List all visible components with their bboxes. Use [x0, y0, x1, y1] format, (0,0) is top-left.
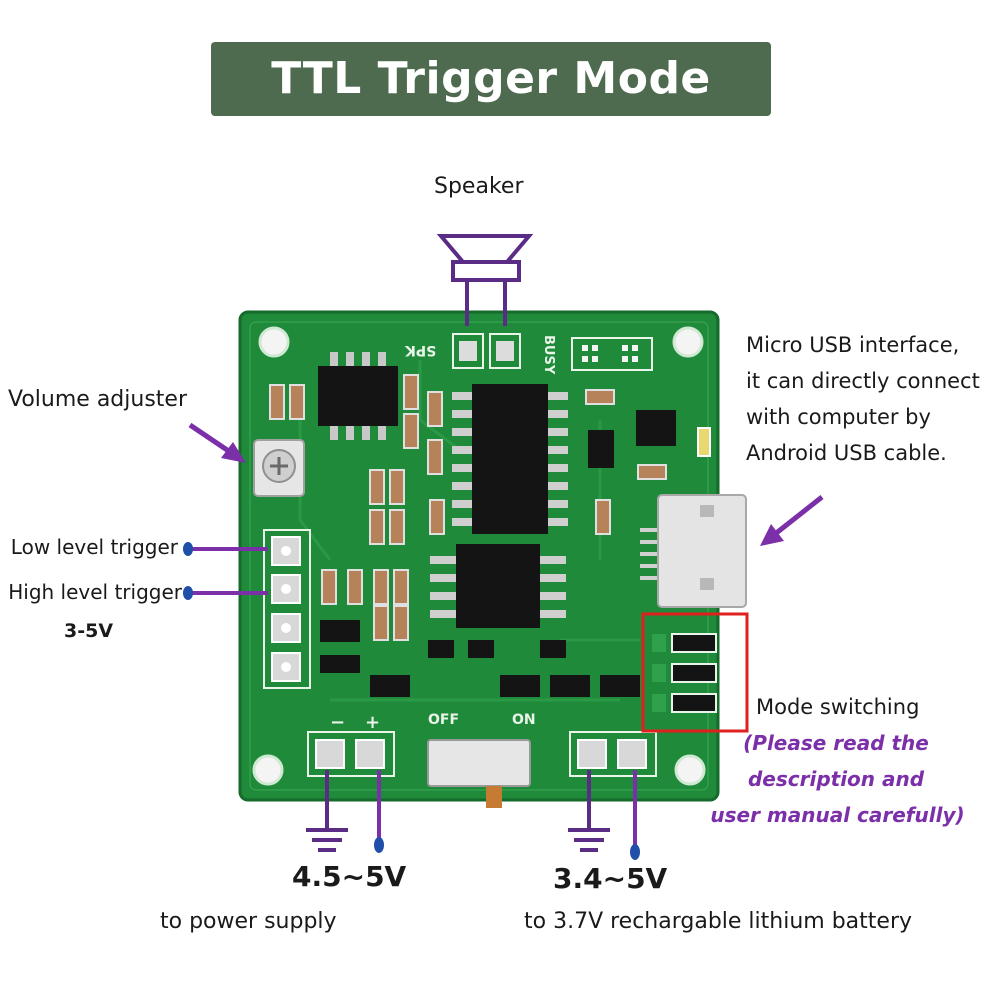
micro-usb-connector: [640, 494, 747, 608]
volume-adjuster-label: Volume adjuster: [8, 387, 187, 412]
battery-label: to 3.7V rechargable lithium battery: [524, 909, 913, 934]
trigger-voltage-label: 3-5V: [64, 620, 114, 642]
power-wires: [306, 770, 384, 853]
high-level-trigger-label: High level trigger: [8, 580, 182, 604]
speaker-pads: [452, 333, 521, 369]
battery-pads: [569, 731, 657, 777]
on-silkscreen: ON: [512, 712, 536, 728]
mode-note-line-3: user manual carefully): [710, 803, 965, 827]
speaker-label: Speaker: [434, 174, 524, 199]
mode-note-line-2: description and: [747, 767, 925, 791]
mode-switch-highlight: [641, 612, 749, 733]
usb-label-line-2: it can directly connect: [746, 369, 980, 393]
power-pads: − +: [307, 712, 395, 777]
volume-arrow: [188, 422, 246, 463]
high-trigger-line: [183, 586, 268, 600]
busy-silkscreen: BUSY: [541, 335, 556, 375]
usb-arrow: [760, 495, 824, 546]
spk-silkscreen: SPK: [404, 342, 436, 358]
low-level-trigger-label: Low level trigger: [10, 535, 178, 559]
usb-label-line-3: with computer by: [746, 405, 931, 429]
mode-switching-label: Mode switching: [756, 695, 920, 719]
aux-pads: [571, 337, 653, 371]
flash-chip: [430, 544, 566, 628]
amplifier-chip: [318, 352, 398, 440]
mode-resistors: [652, 633, 717, 713]
mode-note-line-1: (Please read the: [743, 731, 929, 755]
trigger-pads: [263, 529, 311, 689]
title-banner: TTL Trigger Mode: [211, 42, 771, 116]
battery-voltage-label: 3.4~5V: [553, 862, 668, 895]
off-silkscreen: OFF: [428, 712, 459, 728]
power-slide-switch: [427, 739, 531, 808]
svg-text:−: −: [330, 712, 345, 733]
battery-wires: [568, 770, 640, 860]
power-voltage-label: 4.5~5V: [292, 860, 407, 893]
main-chip: [452, 384, 568, 534]
usb-label-line-1: Micro USB interface,: [746, 333, 960, 357]
volume-potentiometer: [253, 439, 305, 497]
low-trigger-line: [183, 542, 268, 556]
svg-text:+: +: [365, 712, 380, 733]
speaker-icon: [436, 234, 534, 326]
power-supply-label: to power supply: [160, 909, 337, 934]
usb-label-line-4: Android USB cable.: [746, 441, 947, 465]
page-title: TTL Trigger Mode: [271, 53, 711, 104]
passive-components: [269, 374, 711, 697]
